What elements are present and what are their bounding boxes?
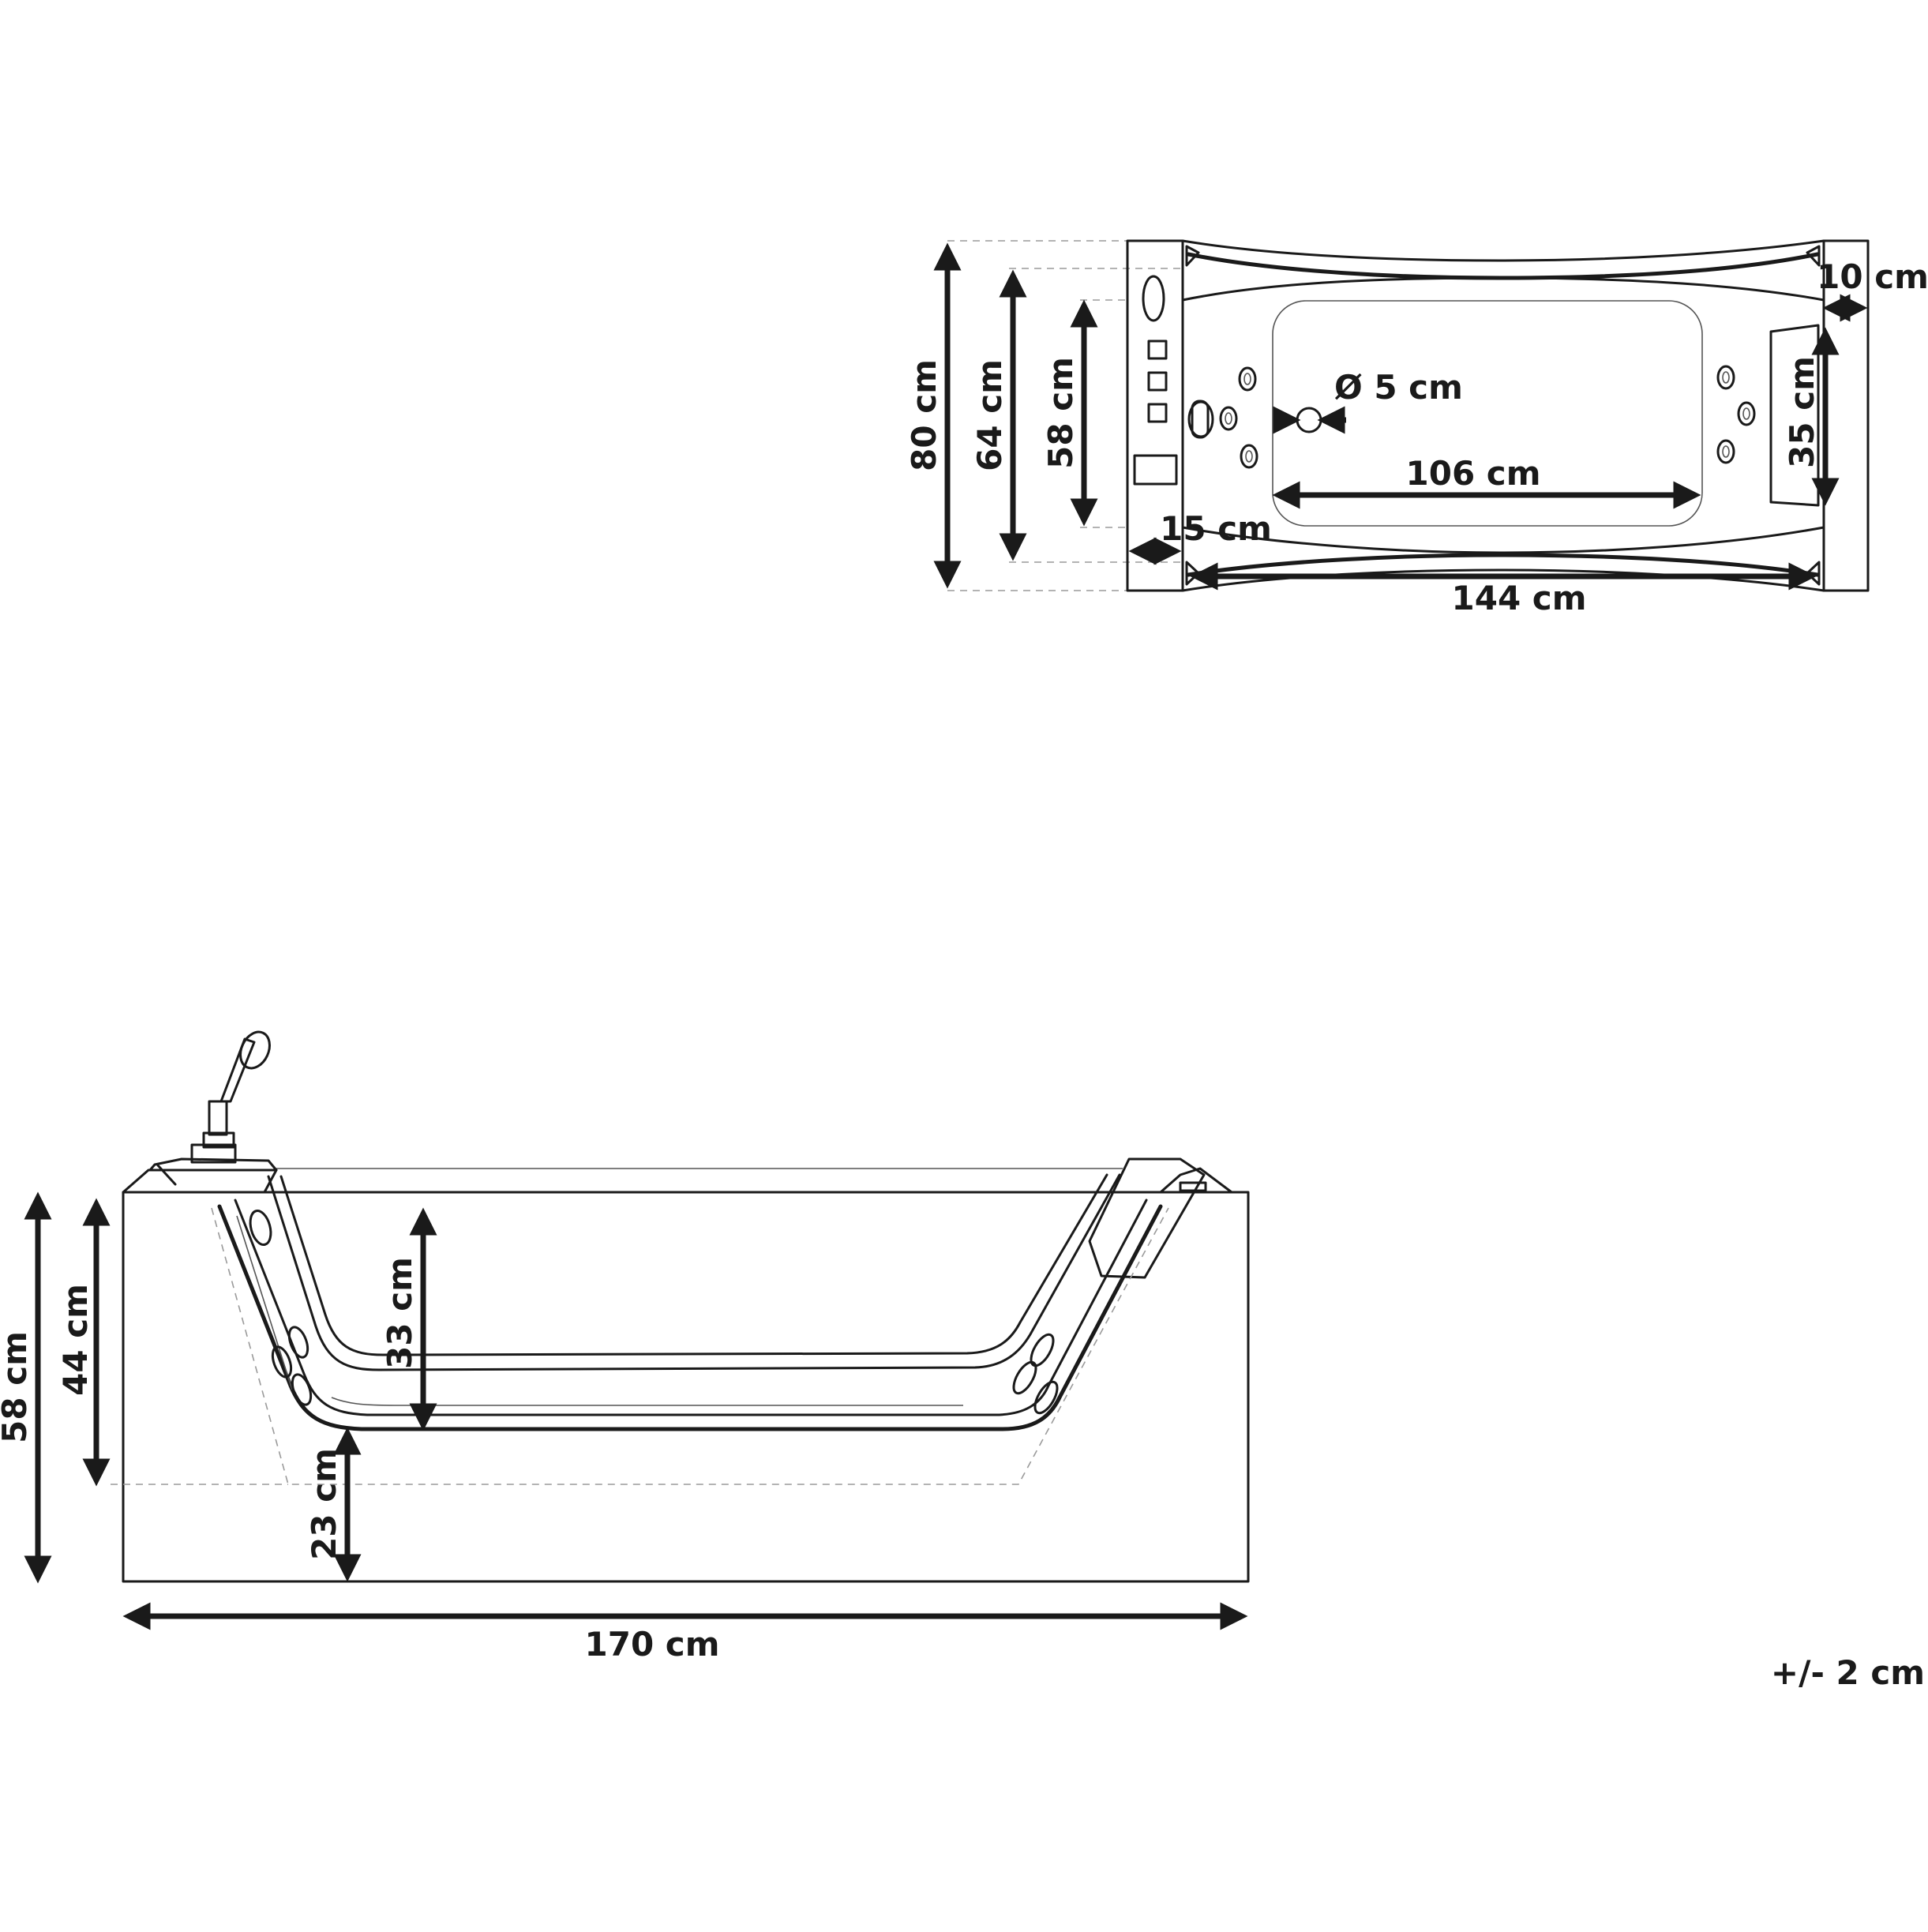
hand-shower-holder xyxy=(208,1100,228,1136)
shell-edge xyxy=(236,1215,293,1390)
control-button xyxy=(1147,403,1168,423)
basin-floor xyxy=(1272,300,1703,527)
label-80: 80 cm xyxy=(905,359,943,471)
floor-edge xyxy=(331,1397,963,1406)
right-deck-slot xyxy=(1179,1181,1207,1192)
corner-mark xyxy=(1806,245,1821,267)
jet-icons-right xyxy=(1716,365,1756,464)
control-button xyxy=(1147,371,1168,392)
label-58-side: 58 cm xyxy=(0,1331,34,1443)
right-deck xyxy=(1159,1167,1233,1194)
tap-lever xyxy=(156,1164,177,1186)
control-display xyxy=(1133,454,1178,486)
top-rim-outer xyxy=(1181,239,1825,262)
drain-icon xyxy=(1296,407,1322,433)
faucet-spout xyxy=(1191,400,1210,439)
side-view: 58 cm 44 cm 33 cm 23 cm 170 cm xyxy=(0,1030,1250,1664)
tub-rim-inner xyxy=(279,1173,1108,1356)
control-panel-end xyxy=(1126,239,1184,592)
label-170: 170 cm xyxy=(585,1625,720,1664)
label-23: 23 cm xyxy=(305,1448,343,1560)
bottom-rim-inner xyxy=(1186,553,1820,577)
side-jets-right xyxy=(1012,1333,1059,1415)
jet-icons-left xyxy=(1219,366,1258,469)
tap-plate xyxy=(148,1157,278,1172)
top-view: 80 cm 64 cm 58 cm Ø 5 cm 106 cm 15 cm 14… xyxy=(905,239,1928,617)
label-33: 33 cm xyxy=(381,1257,419,1369)
label-58-top: 58 cm xyxy=(1041,357,1080,469)
tub-shell-outer xyxy=(217,1204,1163,1431)
tolerance-note: +/- 2 cm xyxy=(1771,1653,1925,1692)
top-rim-inner xyxy=(1186,252,1820,280)
label-15: 15 cm xyxy=(1160,509,1272,548)
left-deck xyxy=(122,1169,278,1194)
tub-apron xyxy=(122,1191,1250,1583)
tap-valve xyxy=(202,1131,235,1149)
label-44: 44 cm xyxy=(56,1284,95,1396)
tub-rim-outer xyxy=(267,1173,1121,1371)
tub-shell-inner xyxy=(234,1199,1148,1416)
top-rim-edge xyxy=(1181,276,1825,302)
faucet-ring xyxy=(1187,400,1214,438)
corner-mark xyxy=(1185,245,1200,267)
bottom-rim-edge xyxy=(1181,526,1825,554)
label-10: 10 cm xyxy=(1817,257,1928,296)
label-144: 144 cm xyxy=(1452,579,1587,617)
label-64: 64 cm xyxy=(970,359,1009,471)
headrest xyxy=(1088,1157,1206,1279)
label-drain: Ø 5 cm xyxy=(1334,368,1463,407)
label-106: 106 cm xyxy=(1406,454,1541,493)
tap-body xyxy=(190,1143,237,1164)
hand-shower-head xyxy=(239,1030,271,1070)
hidden-support xyxy=(211,1207,1169,1485)
label-35: 35 cm xyxy=(1783,356,1821,468)
hand-shower-handle xyxy=(219,1037,256,1103)
side-jets-left xyxy=(249,1210,313,1406)
control-knob xyxy=(1142,275,1165,322)
control-button xyxy=(1147,340,1168,360)
